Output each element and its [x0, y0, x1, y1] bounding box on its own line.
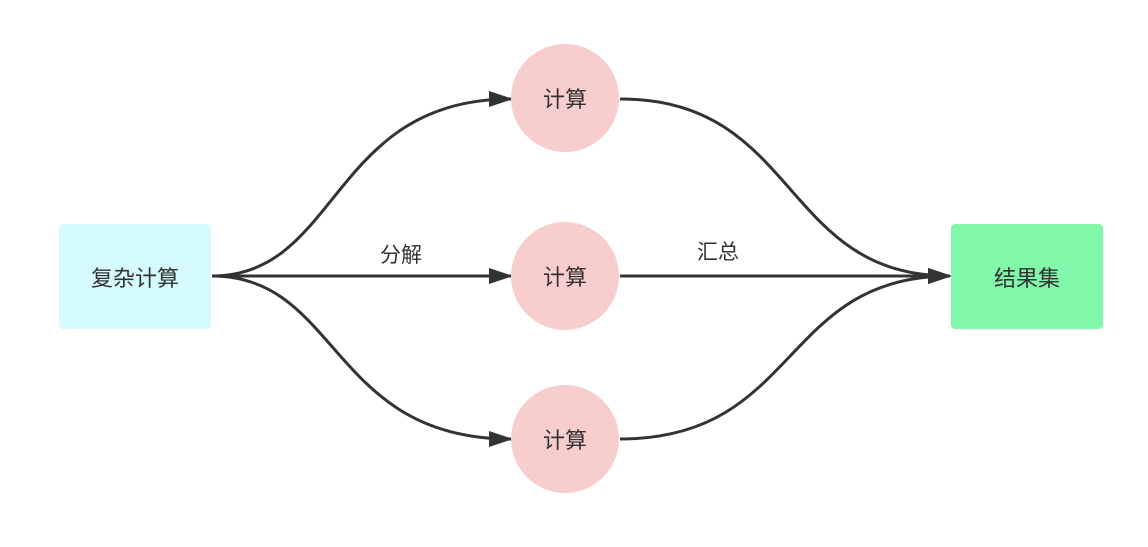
node-label: 计算: [542, 266, 587, 291]
edge-label-merge: 汇总: [697, 240, 739, 264]
node-compute-top: 计算: [511, 44, 619, 152]
node-complex-computation: 复杂计算: [59, 224, 211, 329]
edge-label-split: 分解: [380, 243, 422, 267]
node-compute-bottom: 计算: [511, 385, 619, 493]
edge-split-top: [211, 91, 513, 278]
edge-split-bot: [211, 274, 513, 447]
node-label: 结果集: [993, 266, 1060, 292]
node-label: 复杂计算: [90, 266, 179, 292]
node-result-set: 结果集: [951, 224, 1103, 329]
node-label: 计算: [542, 429, 587, 454]
node-label: 计算: [542, 88, 587, 113]
edge-merge-bot: [619, 268, 952, 441]
node-compute-middle: 计算: [511, 222, 619, 330]
edge-merge-top: [619, 97, 952, 284]
